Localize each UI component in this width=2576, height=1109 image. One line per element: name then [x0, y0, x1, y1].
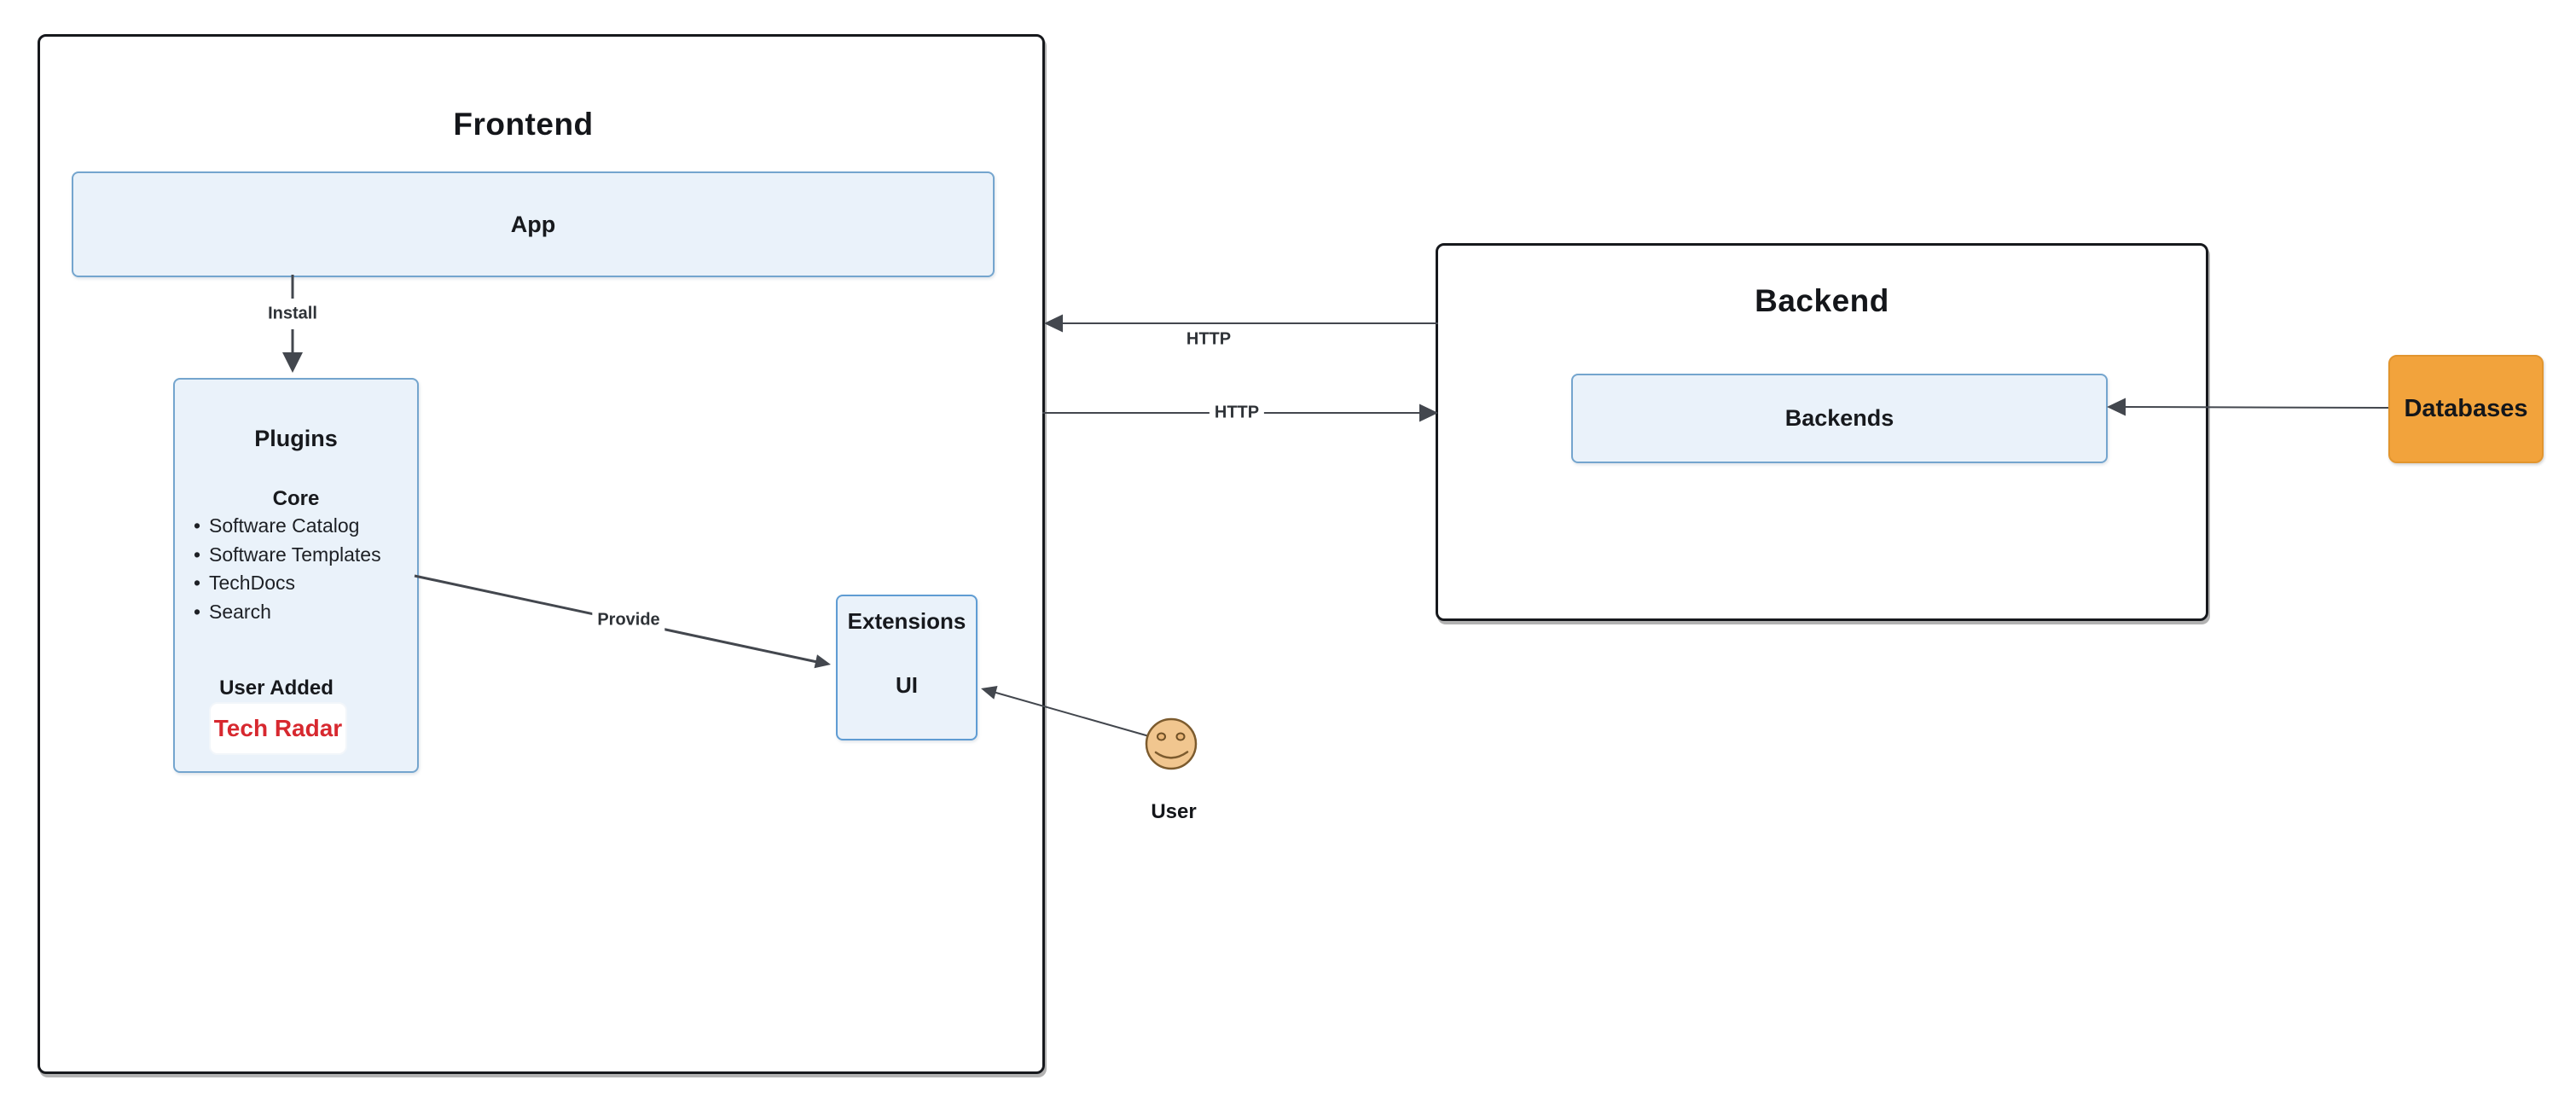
user-label: User [1151, 800, 1197, 823]
plugins-title: Plugins [254, 426, 338, 451]
backends-node: Backends [1571, 374, 2108, 463]
frontend-title: Frontend [453, 107, 594, 142]
tech-radar-chip: Tech Radar [209, 702, 347, 755]
plugins-core-heading: Core [272, 487, 320, 510]
plugins-user-added-heading: User Added [219, 676, 334, 700]
backends-label: Backends [1784, 405, 1894, 431]
frontend-container: Frontend App Plugins Core Software Catal… [38, 34, 1045, 1074]
extensions-ui-label: UI [896, 672, 918, 698]
databases-label: Databases [2404, 395, 2528, 422]
backend-title: Backend [1755, 283, 1889, 318]
http-bottom-edge-label: HTTP [1209, 402, 1265, 424]
core-item: Software Catalog [192, 512, 381, 541]
install-edge-label: Install [263, 303, 322, 325]
extensions-title: Extensions [847, 608, 966, 634]
app-label: App [510, 211, 556, 237]
plugins-node: Plugins Core Software Catalog Software T… [173, 378, 419, 773]
core-item: Search [192, 598, 381, 627]
provide-edge-label: Provide [592, 609, 665, 631]
backend-container: Backend Backends [1436, 243, 2208, 621]
tech-radar-label: Tech Radar [213, 715, 343, 741]
http-top-edge-label: HTTP [1186, 329, 1232, 349]
user-avatar-icon [1145, 717, 1198, 770]
core-item: TechDocs [192, 569, 381, 598]
http-arrow-to-frontend [1044, 314, 1438, 333]
plugins-core-list: Software Catalog Software Templates Tech… [192, 512, 381, 626]
app-node: App [72, 171, 995, 277]
extensions-node: Extensions UI [836, 595, 978, 740]
databases-node: Databases [2388, 355, 2544, 463]
core-item: Software Templates [192, 541, 381, 570]
